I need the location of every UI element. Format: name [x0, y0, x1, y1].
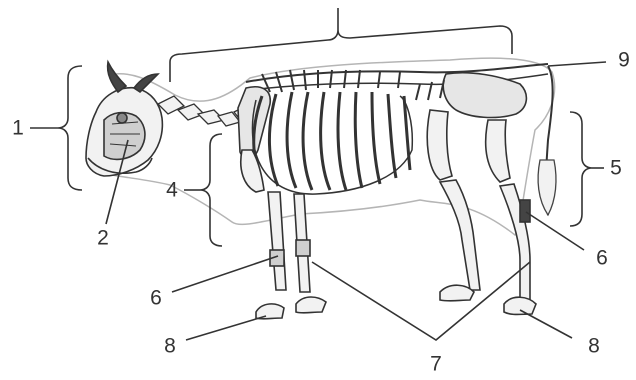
- label-7: 7: [430, 354, 442, 375]
- label-8-right: 8: [588, 336, 600, 357]
- front-legs: [241, 150, 326, 319]
- skull: [86, 62, 162, 176]
- label-8-left: 8: [164, 336, 176, 357]
- lumbar-processes: [416, 80, 444, 100]
- ribs: [254, 92, 410, 190]
- label-6-right: 6: [596, 248, 608, 269]
- label-1: 1: [12, 118, 24, 139]
- label-9: 9: [618, 50, 630, 71]
- label-6-left: 6: [150, 288, 162, 309]
- tail-switch: [538, 160, 556, 215]
- hind-legs: [427, 110, 536, 315]
- bracket-1: [58, 66, 82, 190]
- label-5: 5: [610, 158, 622, 179]
- label-2: 2: [97, 228, 109, 249]
- bracket-4: [200, 134, 222, 246]
- bracket-5: [570, 112, 592, 226]
- spinous-processes: [262, 70, 400, 92]
- label-4: 4: [166, 180, 178, 201]
